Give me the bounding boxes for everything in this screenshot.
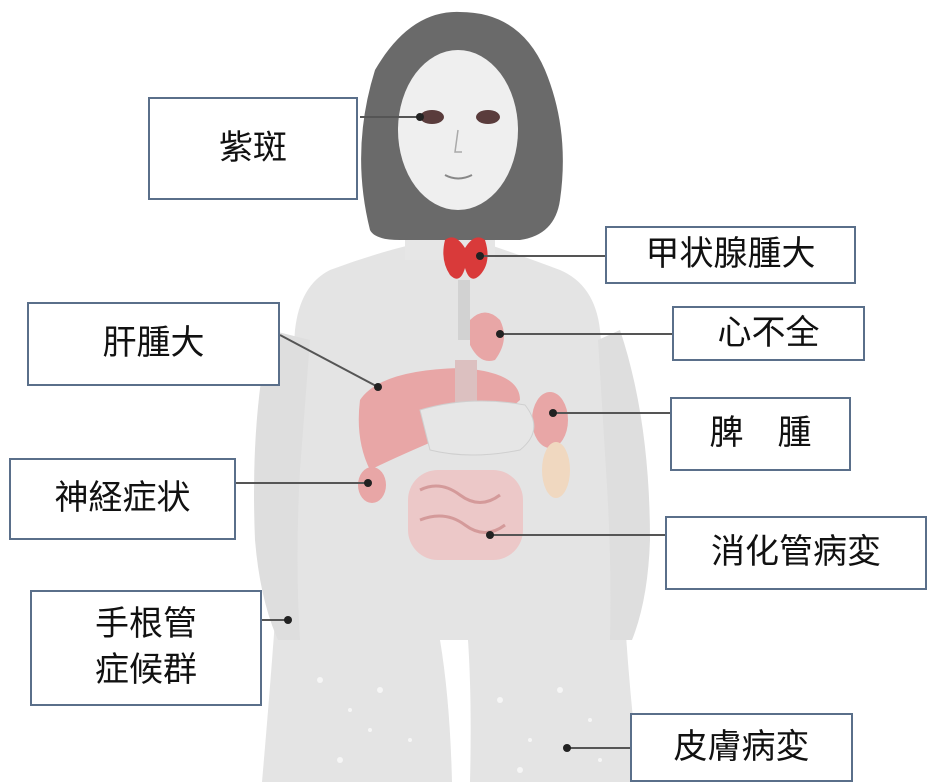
label-carpal: 手根管 症候群	[30, 590, 262, 706]
intestines	[408, 470, 523, 560]
label-goiter-text: 甲状腺腫大	[646, 232, 816, 278]
label-skin: 皮膚病変	[630, 713, 853, 782]
label-gi: 消化管病変	[665, 516, 927, 590]
kidney	[358, 467, 386, 503]
label-splenomegaly: 脾 腫	[670, 397, 851, 471]
label-neuro-text: 神経症状	[55, 476, 191, 522]
label-hepatomegaly-text: 肝腫大	[103, 321, 205, 367]
label-neuro: 神経症状	[9, 458, 236, 540]
face	[398, 50, 518, 210]
label-heart-failure: 心不全	[672, 306, 865, 361]
label-heart-failure-text: 心不全	[718, 311, 820, 357]
label-purpura-text: 紫斑	[219, 126, 287, 172]
label-purpura: 紫斑	[148, 97, 358, 200]
label-goiter: 甲状腺腫大	[605, 226, 856, 284]
label-carpal-text: 手根管 症候群	[95, 602, 197, 694]
label-splenomegaly-text: 脾 腫	[710, 411, 812, 457]
label-hepatomegaly: 肝腫大	[27, 302, 280, 386]
label-skin-text: 皮膚病変	[674, 725, 810, 771]
label-gi-text: 消化管病変	[711, 530, 881, 576]
